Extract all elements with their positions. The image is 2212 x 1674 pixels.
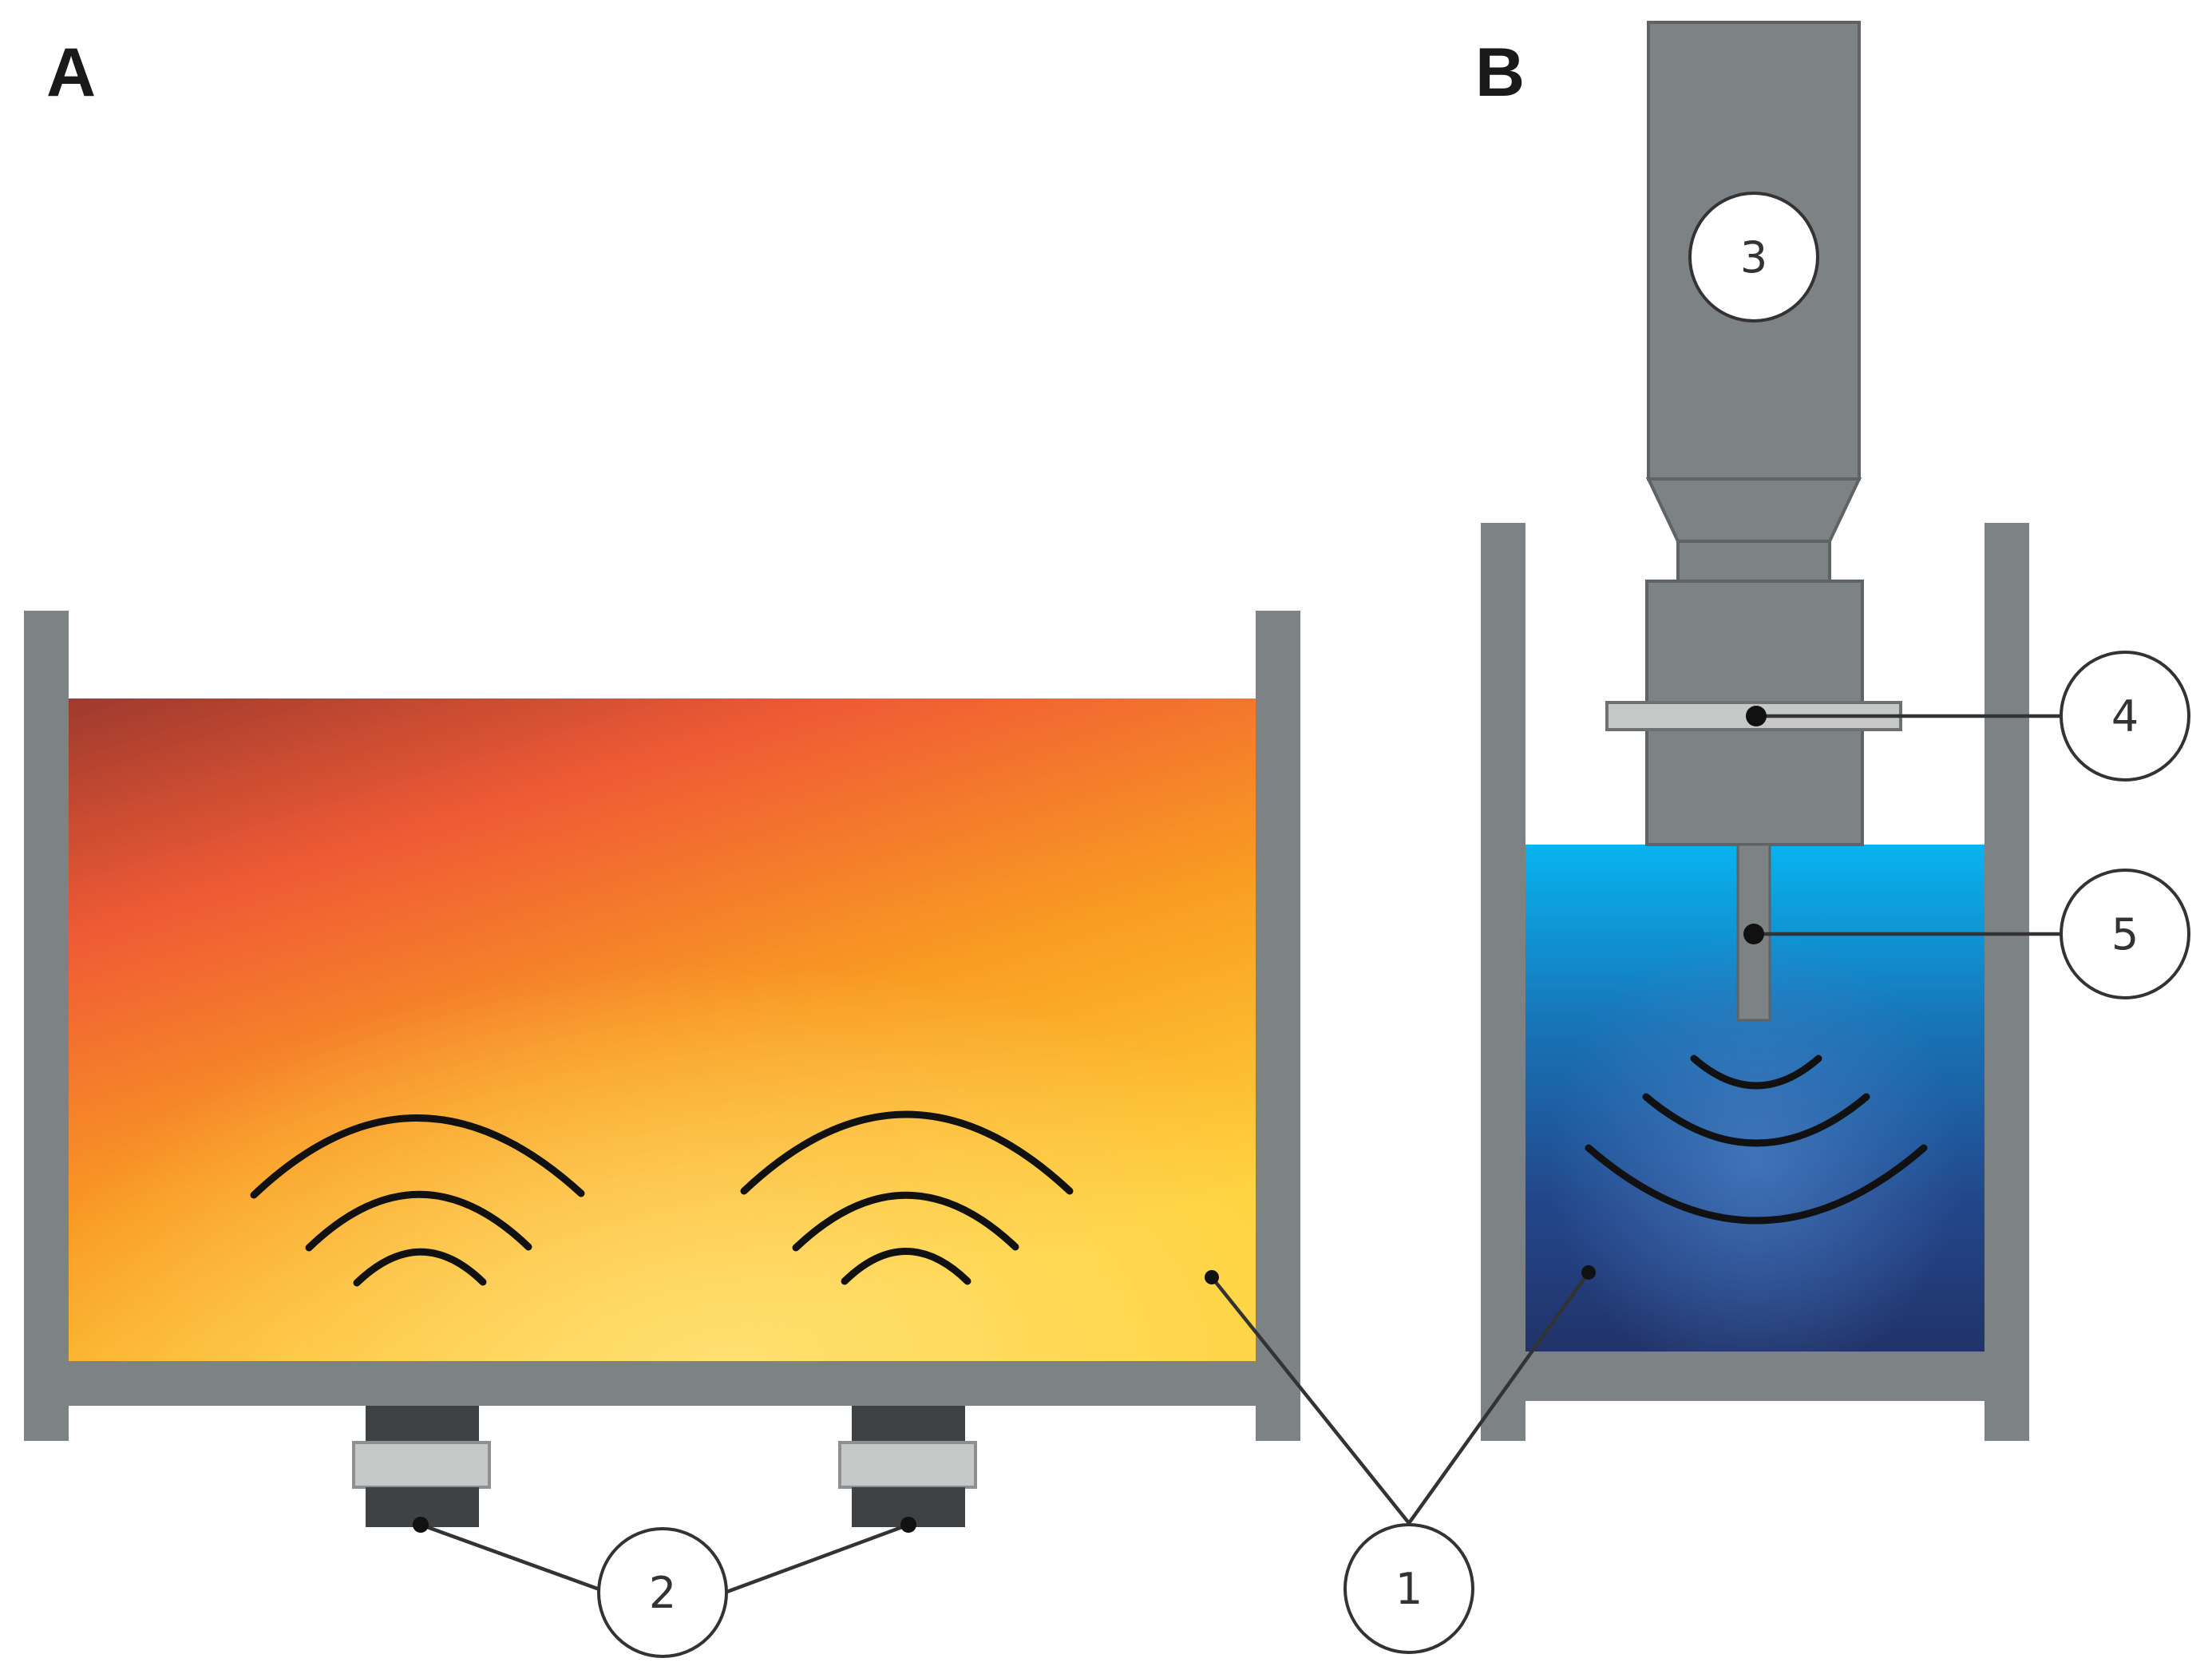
bath-left-wall [24, 611, 69, 1441]
callout-2: 2 [597, 1527, 728, 1658]
bath-liquid-glow [69, 698, 1256, 1361]
callout-2-number: 2 [649, 1568, 676, 1618]
probe-sonicator [1481, 21, 2029, 1441]
leader-markers [413, 706, 1767, 1533]
beaker-left-wall [1481, 523, 1525, 1441]
transducer-left [352, 1406, 491, 1527]
ultrasound-waves-right-icon [740, 1110, 1074, 1285]
beaker-right-wall [1984, 523, 2029, 1441]
callout-1: 1 [1343, 1523, 1474, 1654]
beaker-floor [1525, 1351, 1984, 1401]
ultrasonic-bath [24, 611, 1300, 1527]
transducer-right [838, 1406, 977, 1527]
callout-4: 4 [2060, 651, 2190, 782]
callout-5-number: 5 [2111, 909, 2139, 960]
callout-3: 3 [1688, 192, 1819, 323]
ultrasound-waves-left-icon [250, 1114, 585, 1287]
callout-5: 5 [2060, 869, 2190, 999]
sonicator-neck-taper [1645, 477, 1862, 543]
bath-right-wall [1256, 611, 1300, 1441]
panel-label-a: A [46, 34, 96, 111]
panel-label-b: B [1475, 34, 1525, 111]
callout-3-number: 3 [1740, 232, 1767, 283]
callout-1-number: 1 [1395, 1564, 1423, 1614]
leader-lines [420, 714, 2066, 1595]
sonicator-neck [1676, 540, 1831, 583]
bath-floor [69, 1361, 1256, 1406]
callout-4-number: 4 [2111, 691, 2139, 742]
ultrasound-waves-probe-icon [1585, 1055, 1928, 1225]
